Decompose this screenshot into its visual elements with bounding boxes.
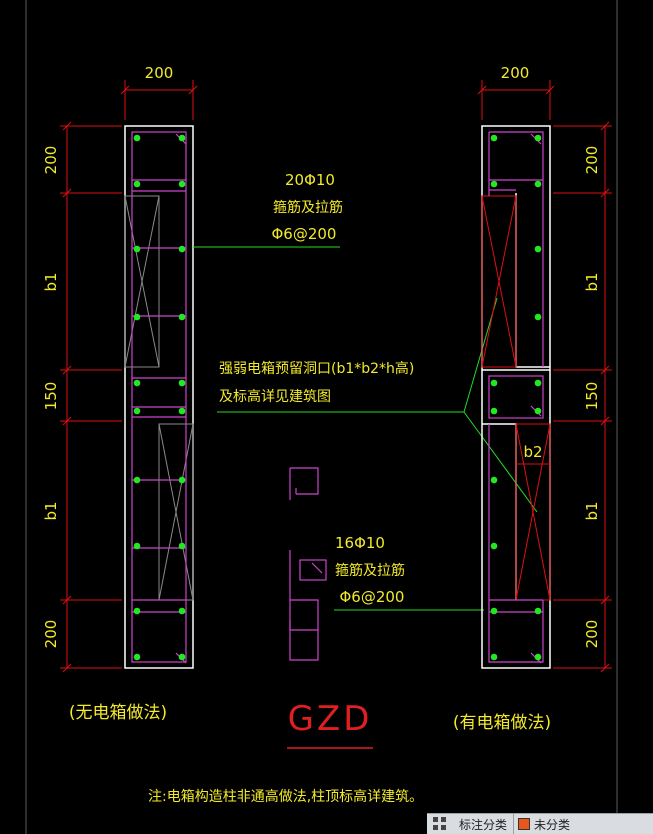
left-leader-text-1: 20Φ10 (285, 171, 335, 189)
left-dim-5: 200 (42, 620, 60, 649)
right-dim-1: 200 (583, 146, 601, 175)
right-dim-3: 150 (583, 382, 601, 411)
left-column: 200 200 b1 150 b1 200 (42, 64, 343, 723)
uncategorized-label: 未分类 (534, 817, 571, 832)
tie-detail-text-2: 箍筋及拉筋 (335, 562, 405, 579)
left-dim-4: b1 (42, 501, 60, 520)
left-bars (133, 134, 186, 661)
left-dim-1: 200 (42, 146, 60, 175)
uncategorized-tab[interactable]: 未分类 (514, 816, 574, 833)
left-width-dim-text: 200 (145, 64, 174, 82)
tie-detail: 16Φ10 箍筋及拉筋 Φ6@200 (289, 467, 484, 661)
right-column: 200 200 b1 150 b1 200 (453, 64, 612, 733)
tie-detail-text-3: Φ6@200 (340, 588, 405, 606)
center-note-line-2: 及标高详见建筑图 (219, 388, 331, 405)
footnote: 注:电箱构造柱非通高做法,柱顶标高详建筑。 (148, 788, 423, 805)
right-bars (490, 134, 542, 661)
left-leader-text-3: Φ6@200 (272, 225, 337, 243)
left-width-dimension (120, 80, 198, 120)
left-caption: (无电箱做法) (69, 703, 167, 723)
annotation-category-tab[interactable]: 标注分类 (453, 814, 515, 834)
left-openings (124, 195, 194, 601)
left-dim-3: 150 (42, 382, 60, 411)
right-opening-label: b2 (523, 443, 542, 461)
right-dim-4: b1 (583, 501, 601, 520)
right-dim-2: b1 (583, 272, 601, 291)
left-vertical-dimension (60, 121, 122, 673)
right-width-dimension (477, 80, 555, 120)
category-grid-icon[interactable] (433, 817, 447, 831)
right-width-dim-text: 200 (501, 64, 530, 82)
right-caption: (有电箱做法) (453, 713, 551, 733)
center-note: 强弱电箱预留洞口(b1*b2*h高) 及标高详见建筑图 (217, 297, 538, 513)
left-column-outline (124, 125, 194, 669)
category-color-swatch (518, 818, 531, 830)
left-stirrups (131, 131, 187, 664)
tie-detail-text-1: 16Φ10 (335, 534, 385, 552)
center-note-line-1: 强弱电箱预留洞口(b1*b2*h高) (219, 360, 414, 377)
drawing-title: GZD (288, 699, 373, 739)
left-dim-2: b1 (42, 272, 60, 291)
right-vertical-dimension (553, 121, 612, 673)
left-leader-text-2: 箍筋及拉筋 (273, 199, 343, 216)
right-openings (481, 195, 551, 601)
status-bar: 标注分类 未分类 (427, 813, 653, 834)
right-dim-5: 200 (583, 620, 601, 649)
